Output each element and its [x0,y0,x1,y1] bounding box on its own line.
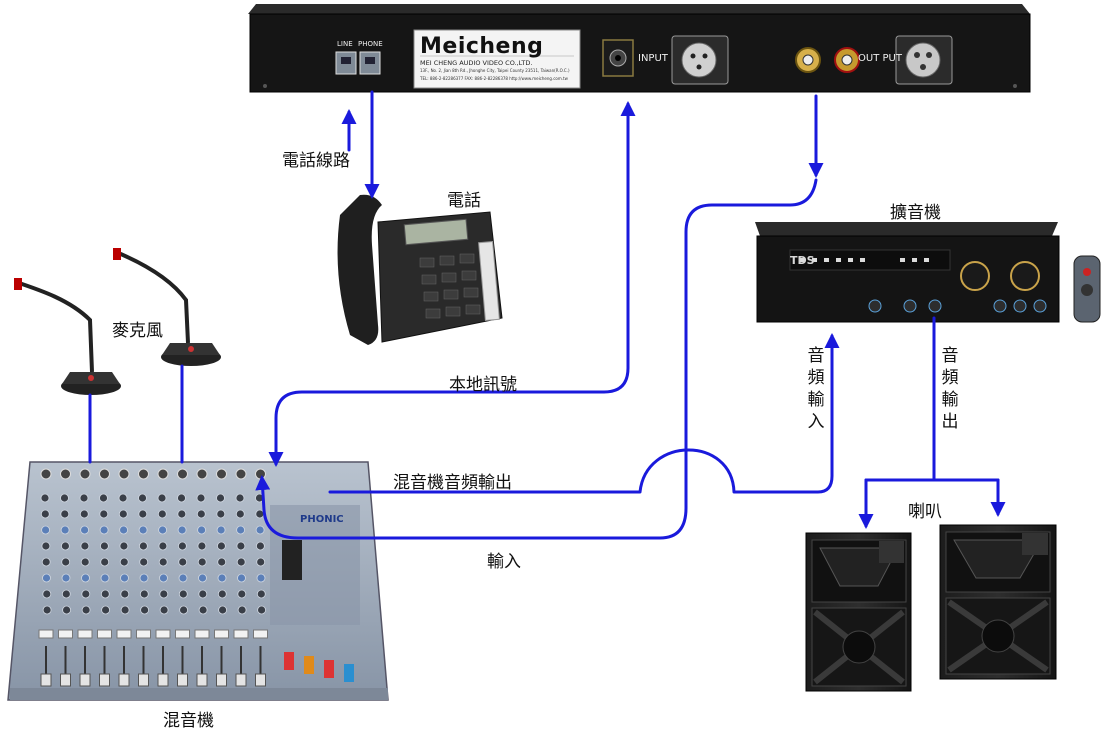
port-output-label: OUT PUT [858,53,902,64]
mixer-channel-strip [136,468,151,687]
port-line-label: LINE [337,40,353,48]
wire-local-signal [268,101,636,467]
label-audio-out: 音頻輸出 [941,346,959,432]
device-brand: Meicheng [420,34,544,59]
port-phone-label: PHONE [358,40,383,48]
mixer-channel-strip [194,468,210,687]
label-mixer: 混音機 [163,711,214,731]
label-amplifier: 擴音機 [890,203,941,223]
label-audio-in: 音頻輸入 [807,346,825,432]
speaker-left [805,532,912,692]
amplifier [755,222,1101,323]
mixer-channel-strip [175,468,190,687]
wire-mixer-audio-out [328,333,840,494]
fader-master-red [284,652,294,670]
wire-input-to-mixer [255,178,818,540]
fader-master-orange [304,656,314,674]
amp-knob-left [960,261,990,291]
label-phone: 電話 [447,191,481,211]
device-contact: TEL: 886-2-82286377 FAX: 886-2-82286378 … [420,76,568,81]
fader-master-red2 [324,660,334,678]
label-local-signal: 本地訊號 [449,375,517,395]
amplifier-brand: TDS [790,254,815,267]
fader-master-blue [344,664,354,682]
mixer-channel-strip [97,468,112,687]
label-microphones: 麥克風 [112,321,163,341]
mixer-channel-strip [77,468,93,687]
label-input: 輸入 [487,552,521,572]
speaker-right [939,524,1057,680]
label-mixer-audio-out: 混音機音頻輸出 [393,473,512,493]
mixer-channel-strip [233,468,249,687]
brand-plate [413,29,581,89]
device-address: 13F., No. 2, Jian 8th Rd., Jhonghe City,… [420,68,570,73]
mixer-channel-strip [214,468,229,687]
label-speakers: 喇叭 [908,502,942,522]
mixer [7,461,389,701]
mixer-brand: PHONIC [300,514,344,525]
meicheng-device [248,4,1031,93]
microphone-right [113,248,221,366]
mixer-channel-strip [58,468,73,687]
telephone [337,194,503,345]
port-input-label: INPUT [638,53,668,64]
microphone-left [14,278,121,395]
label-phone-line: 電話線路 [282,151,350,171]
mixer-channel-strip [116,468,132,687]
mixer-channel-strip [155,468,171,687]
device-company: MEI CHENG AUDIO VIDEO CO.,LTD. [420,59,533,67]
amp-knob-right [1010,261,1040,291]
mixer-channel-strip [38,468,54,687]
